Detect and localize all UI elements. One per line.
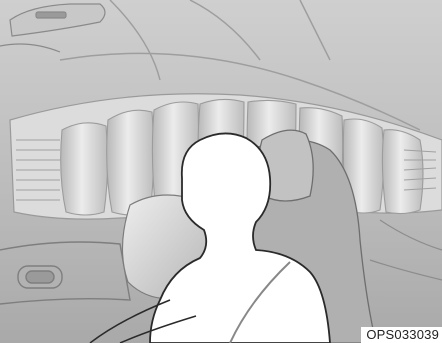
figure-code: OPS033039: [361, 327, 442, 343]
